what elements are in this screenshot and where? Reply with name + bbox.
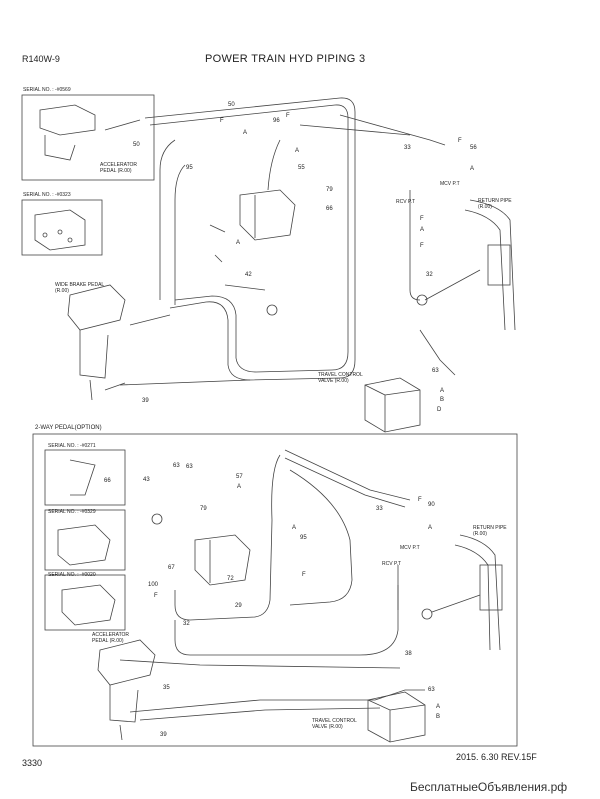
option-section-frame bbox=[32, 433, 518, 747]
page-title: POWER TRAIN HYD PIPING 3 bbox=[205, 53, 366, 65]
serial-label-bottom-2: SERIAL NO. : -#0329 bbox=[48, 509, 96, 515]
callout-b-67: 67 bbox=[168, 565, 175, 571]
callout-b-f-2: F bbox=[418, 497, 422, 503]
callout-96: 96 bbox=[273, 118, 280, 124]
callout-b-66: 66 bbox=[104, 478, 111, 484]
callout-b-72: 72 bbox=[227, 576, 234, 582]
inset-box-serial-1 bbox=[21, 94, 155, 181]
callout-b-90: 90 bbox=[428, 502, 435, 508]
callout-95: 95 bbox=[186, 165, 193, 171]
serial-label-bottom-1: SERIAL NO. : -#0271 bbox=[48, 443, 96, 449]
callout-32: 32 bbox=[426, 272, 433, 278]
rcv-label-bottom: RCV P.T bbox=[382, 561, 402, 567]
serial-label-top-2: SERIAL NO. : -#0323 bbox=[23, 192, 71, 198]
callout-b-a-3: A bbox=[428, 525, 433, 531]
site-watermark: БесплатныеОбъявления.рф bbox=[410, 780, 568, 794]
accelerator-label-bottom: ACCELERATOR PEDAL (R.00) bbox=[92, 632, 130, 644]
model-label: R140W-9 bbox=[22, 54, 60, 64]
mcv-label-bottom: MCV P.T bbox=[400, 545, 420, 551]
callout-42: 42 bbox=[245, 272, 252, 278]
page-number: 3330 bbox=[22, 758, 43, 768]
callout-b-32: 32 bbox=[183, 621, 190, 627]
serial-label-top-1: SERIAL NO. : -#0569 bbox=[23, 87, 71, 93]
return-pipe-label-top: RETURN PIPE (R.00) bbox=[478, 198, 512, 210]
callout-f-3: F bbox=[458, 138, 462, 144]
callout-f-1: F bbox=[286, 113, 290, 119]
callout-b-38: 38 bbox=[405, 651, 412, 657]
callout-f-2: F bbox=[220, 118, 224, 124]
callout-79: 79 bbox=[326, 187, 333, 193]
callout-b-29: 29 bbox=[235, 603, 242, 609]
wide-brake-label: WIDE BRAKE PEDAL (R.00) bbox=[55, 282, 104, 294]
callout-b-f-1: F bbox=[302, 572, 306, 578]
callout-b-33: 33 bbox=[376, 506, 383, 512]
callout-a-5: A bbox=[236, 240, 241, 246]
accelerator-label-top: ACCELERATOR PEDAL (R.00) bbox=[100, 162, 138, 174]
callout-b-b-1: B bbox=[436, 714, 441, 720]
callout-33: 33 bbox=[404, 145, 411, 151]
callout-50-b: 50 bbox=[133, 142, 140, 148]
callout-55: 55 bbox=[298, 165, 305, 171]
callout-b-79: 79 bbox=[200, 506, 207, 512]
return-pipe-label-bottom: RETURN PIPE (R.00) bbox=[473, 525, 507, 537]
serial-label-bottom-3: SERIAL NO. : -#0020 bbox=[48, 572, 96, 578]
callout-56: 56 bbox=[470, 145, 477, 151]
callout-b-f-3: F bbox=[154, 593, 158, 599]
callout-b-35: 35 bbox=[163, 685, 170, 691]
callout-d-1: D bbox=[437, 407, 442, 413]
callout-b-100: 100 bbox=[148, 582, 159, 588]
callout-a-1: A bbox=[243, 130, 248, 136]
inset-box-serial-2 bbox=[21, 199, 103, 256]
callout-a-3: A bbox=[470, 166, 475, 172]
callout-b-95: 95 bbox=[300, 535, 307, 541]
callout-a-6: A bbox=[440, 388, 445, 394]
rcv-label-top: RCV P.T bbox=[396, 199, 416, 205]
callout-f-5: F bbox=[420, 243, 424, 249]
inset-box-bottom-2 bbox=[44, 509, 126, 571]
travel-control-label-top: TRAVEL CONTROL VALVE (R.00) bbox=[318, 372, 363, 384]
callout-39: 39 bbox=[142, 398, 149, 404]
callout-a-2: A bbox=[295, 148, 300, 154]
callout-b-a-4: A bbox=[436, 704, 441, 710]
option-section-label: 2-WAY PEDAL(OPTION) bbox=[35, 425, 102, 431]
callout-b-63-a: 63 bbox=[173, 463, 180, 469]
callout-66: 66 bbox=[326, 206, 333, 212]
ref-circle-n-top bbox=[266, 304, 278, 316]
callout-b-57: 57 bbox=[236, 474, 243, 480]
callout-b-a-1: A bbox=[237, 484, 242, 490]
callout-b-39: 39 bbox=[160, 732, 167, 738]
callout-b-a-2: A bbox=[292, 525, 297, 531]
callout-63: 63 bbox=[432, 368, 439, 374]
callout-b-43: 43 bbox=[143, 477, 150, 483]
callout-b-63-c: 63 bbox=[428, 687, 435, 693]
callout-b-63-b: 63 bbox=[186, 464, 193, 470]
inset-box-bottom-1 bbox=[44, 449, 126, 506]
callout-a-4: A bbox=[420, 227, 425, 233]
revision-label: 2015. 6.30 REV.15F bbox=[456, 752, 537, 762]
callout-f-4: F bbox=[420, 216, 424, 222]
travel-control-label-bottom: TRAVEL CONTROL VALVE (R.00) bbox=[312, 718, 357, 730]
mcv-label-top: MCV P.T bbox=[440, 181, 460, 187]
callout-b-1: B bbox=[440, 397, 445, 403]
inset-box-bottom-3 bbox=[44, 574, 126, 631]
callout-50-a: 50 bbox=[228, 102, 235, 108]
